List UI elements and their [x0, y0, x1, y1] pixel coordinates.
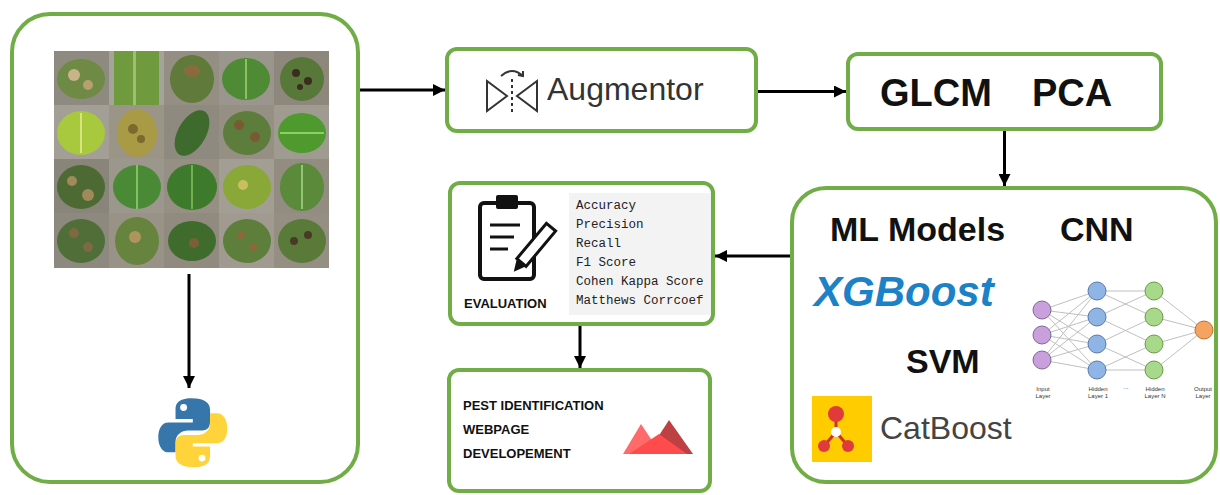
leaf-image-grid: [14, 16, 364, 488]
layer-label: Hidden Layer 1: [1086, 386, 1110, 400]
image-dataset-box: [10, 12, 360, 484]
metric-item: Precision: [576, 218, 644, 232]
flow-arrow: [360, 89, 445, 92]
metric-item: F1 Score: [576, 256, 636, 270]
layer-label: Hidden Layer N: [1143, 386, 1167, 400]
feature-box: GLCM PCA: [846, 52, 1163, 131]
metric-item: Accuracy: [576, 199, 636, 213]
flow-arrow: [715, 255, 790, 258]
metric-item: Recall: [576, 237, 621, 251]
model-logo-text: CatBoost: [880, 410, 1012, 447]
augmentation-box: Augmentor: [445, 47, 758, 133]
model-name: SVM: [906, 342, 980, 381]
group-heading: ML Models: [830, 210, 1005, 249]
webpage-box: PEST IDENTIFICATION WEBPAGE DEVELOPEMENT: [447, 368, 712, 493]
flow-arrow: [579, 326, 582, 368]
metric-item: Cohen Kappa Score: [576, 275, 704, 289]
evaluation-box: AccuracyPrecisionRecall F1 ScoreCohen Kap…: [448, 181, 715, 326]
layer-label: ...: [1119, 384, 1133, 391]
layer-label: Output Layer: [1192, 386, 1214, 400]
model-logo-text: XGBoost: [814, 268, 994, 316]
step-label: Augmentor: [547, 71, 704, 108]
box-title: EVALUATION: [464, 297, 547, 312]
layer-label: Input Layer: [1032, 386, 1054, 400]
models-box: ML Models CNN XGBoostSVM CatBoost Input Laye…: [790, 186, 1218, 484]
flow-arrow: [758, 90, 846, 93]
box-title: PEST IDENTIFICATION WEBPAGE DEVELOPEMENT: [463, 394, 623, 466]
flow-arrow: [1003, 131, 1006, 186]
step-label: GLCM: [880, 72, 992, 116]
metric-item: Matthews Corrcoef: [576, 294, 704, 308]
step-label: PCA: [1032, 72, 1112, 116]
group-heading: CNN: [1060, 210, 1134, 249]
